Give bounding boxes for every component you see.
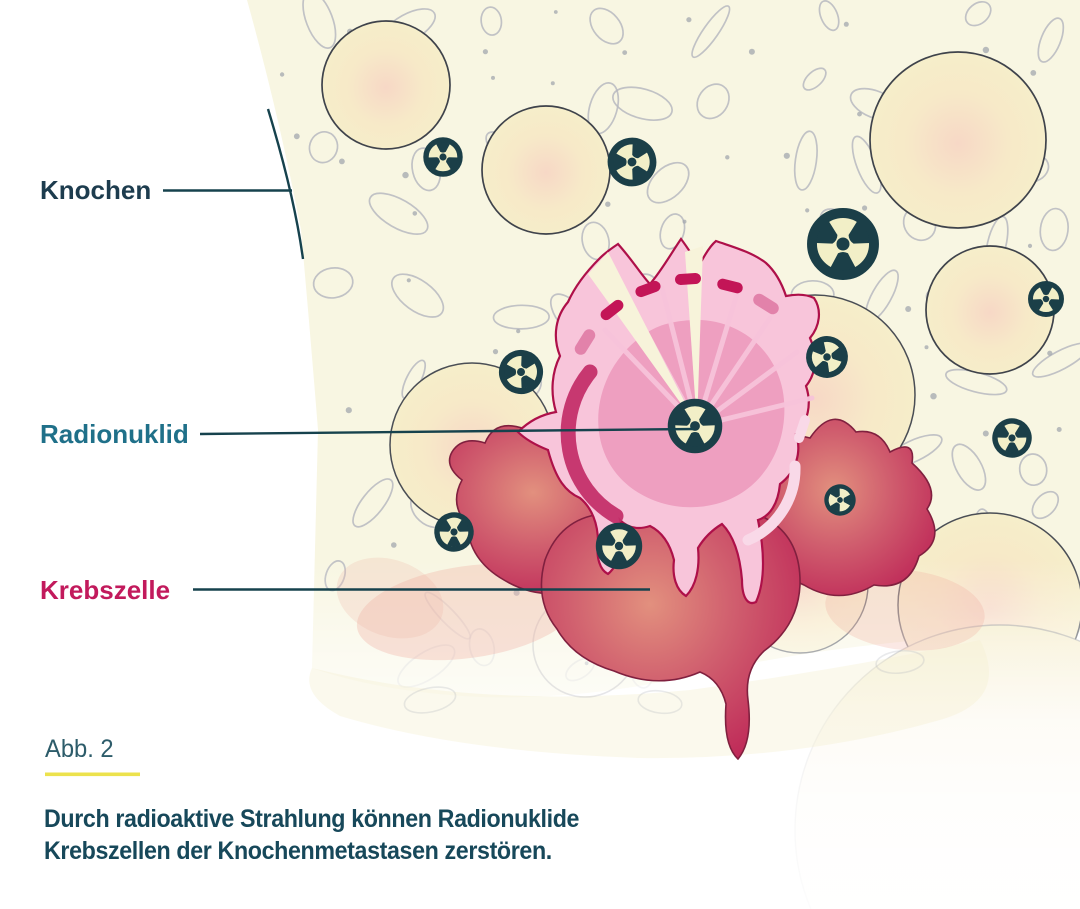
bone-texture-dot [339,158,345,165]
bone-texture-dot [686,17,692,23]
bone-texture-oval [368,192,429,235]
bone-texture-dot [345,407,352,414]
bone-cell-circle [869,51,1047,229]
figure-number: Abb. 2 [45,735,114,763]
bone-texture-dot [1056,427,1062,432]
bone-texture-dot [412,211,418,216]
caption-line-2: Krebszellen der Knochenmetastasen zerstö… [44,837,552,865]
bone-texture-dot [682,219,687,224]
bone-texture-dot [862,205,868,211]
bone-texture-oval [480,6,503,36]
bone-texture-dot [1027,243,1033,248]
bone-texture-oval [312,267,354,299]
bone-texture-dot [783,152,790,159]
caption-accent-underline [45,772,140,777]
radiation-trefoil-icon [599,526,639,566]
bone-cell-circle [481,105,611,235]
bone-texture-oval [696,83,730,120]
bone-fade-overlay [0,560,1080,909]
radiation-trefoil-icon [1031,284,1062,315]
bone-texture-dot [857,111,862,117]
bone-texture-dot [982,430,989,437]
bone-texture-dot [622,50,628,55]
bone-texture-oval [646,161,690,204]
bone-texture-dot [550,81,555,86]
bone-texture-oval [1039,207,1069,252]
knochen-edge-mark [266,108,305,260]
bone-texture-oval [793,130,818,191]
bone-texture-dot [924,345,929,350]
bone-texture-oval [492,304,550,330]
bone-texture-oval [1018,453,1048,487]
leader-lines [163,108,695,591]
radiation-trefoil-icon [812,213,874,275]
bone-texture-oval [1037,17,1065,63]
bone-texture-dot [293,133,300,140]
bone-texture-oval [391,273,445,318]
caption-block: Abb. 2 Durch radioaktive Strahlung könne… [44,735,579,865]
bone-texture-oval [308,130,339,164]
label-krebszelle: Krebszelle [40,575,170,605]
bone-texture-dot [1030,70,1037,76]
bone-texture-dot [406,278,411,283]
bone-texture-dot [279,72,285,77]
bone-texture-oval [964,0,992,27]
bone-texture-oval [302,0,337,49]
bone-texture-dot [1047,350,1053,356]
bone-texture-oval [691,5,731,59]
bone-texture-dot [492,349,499,355]
bone-texture-dot [553,10,558,14]
bone-texture-dot [402,171,409,179]
radiation-trefoil-icon [426,140,460,174]
bone-texture-dot [725,155,730,160]
bone-texture-oval [1031,490,1060,520]
bone-texture-oval [659,213,686,250]
bone-texture-dot [930,393,937,400]
bone-texture-dot [805,208,810,213]
bone-texture-oval [1031,342,1080,378]
bone-texture-dot [482,49,488,55]
bone-texture-dot [391,542,397,548]
membrane-fragments [574,272,779,355]
bone-texture-oval [612,86,673,121]
bone-texture-oval [589,7,624,45]
bone-texture-dot [905,306,912,312]
label-radionuklid: Radionuklid [40,419,189,449]
bone-texture-dot [516,329,521,334]
bone-texture-dot [982,46,990,54]
bone-texture-oval [352,478,394,528]
bone-texture-dot [843,21,849,27]
bone-cell-circle [321,20,451,150]
bone-texture-dot [748,48,755,55]
radiation-trefoil-icon [672,403,719,450]
label-knochen: Knochen [40,175,151,205]
bone-texture-dot [491,75,495,80]
radionuklid-leader-line [199,427,695,436]
caption-line-1: Durch radioaktive Strahlung können Radio… [44,805,579,833]
bone-texture-oval [951,443,987,491]
bone-texture-dot [605,201,611,207]
bone-texture-oval [818,0,840,32]
figure-labels: Knochen Radionuklid Krebszelle [40,175,189,605]
bone-texture-oval [802,67,827,91]
